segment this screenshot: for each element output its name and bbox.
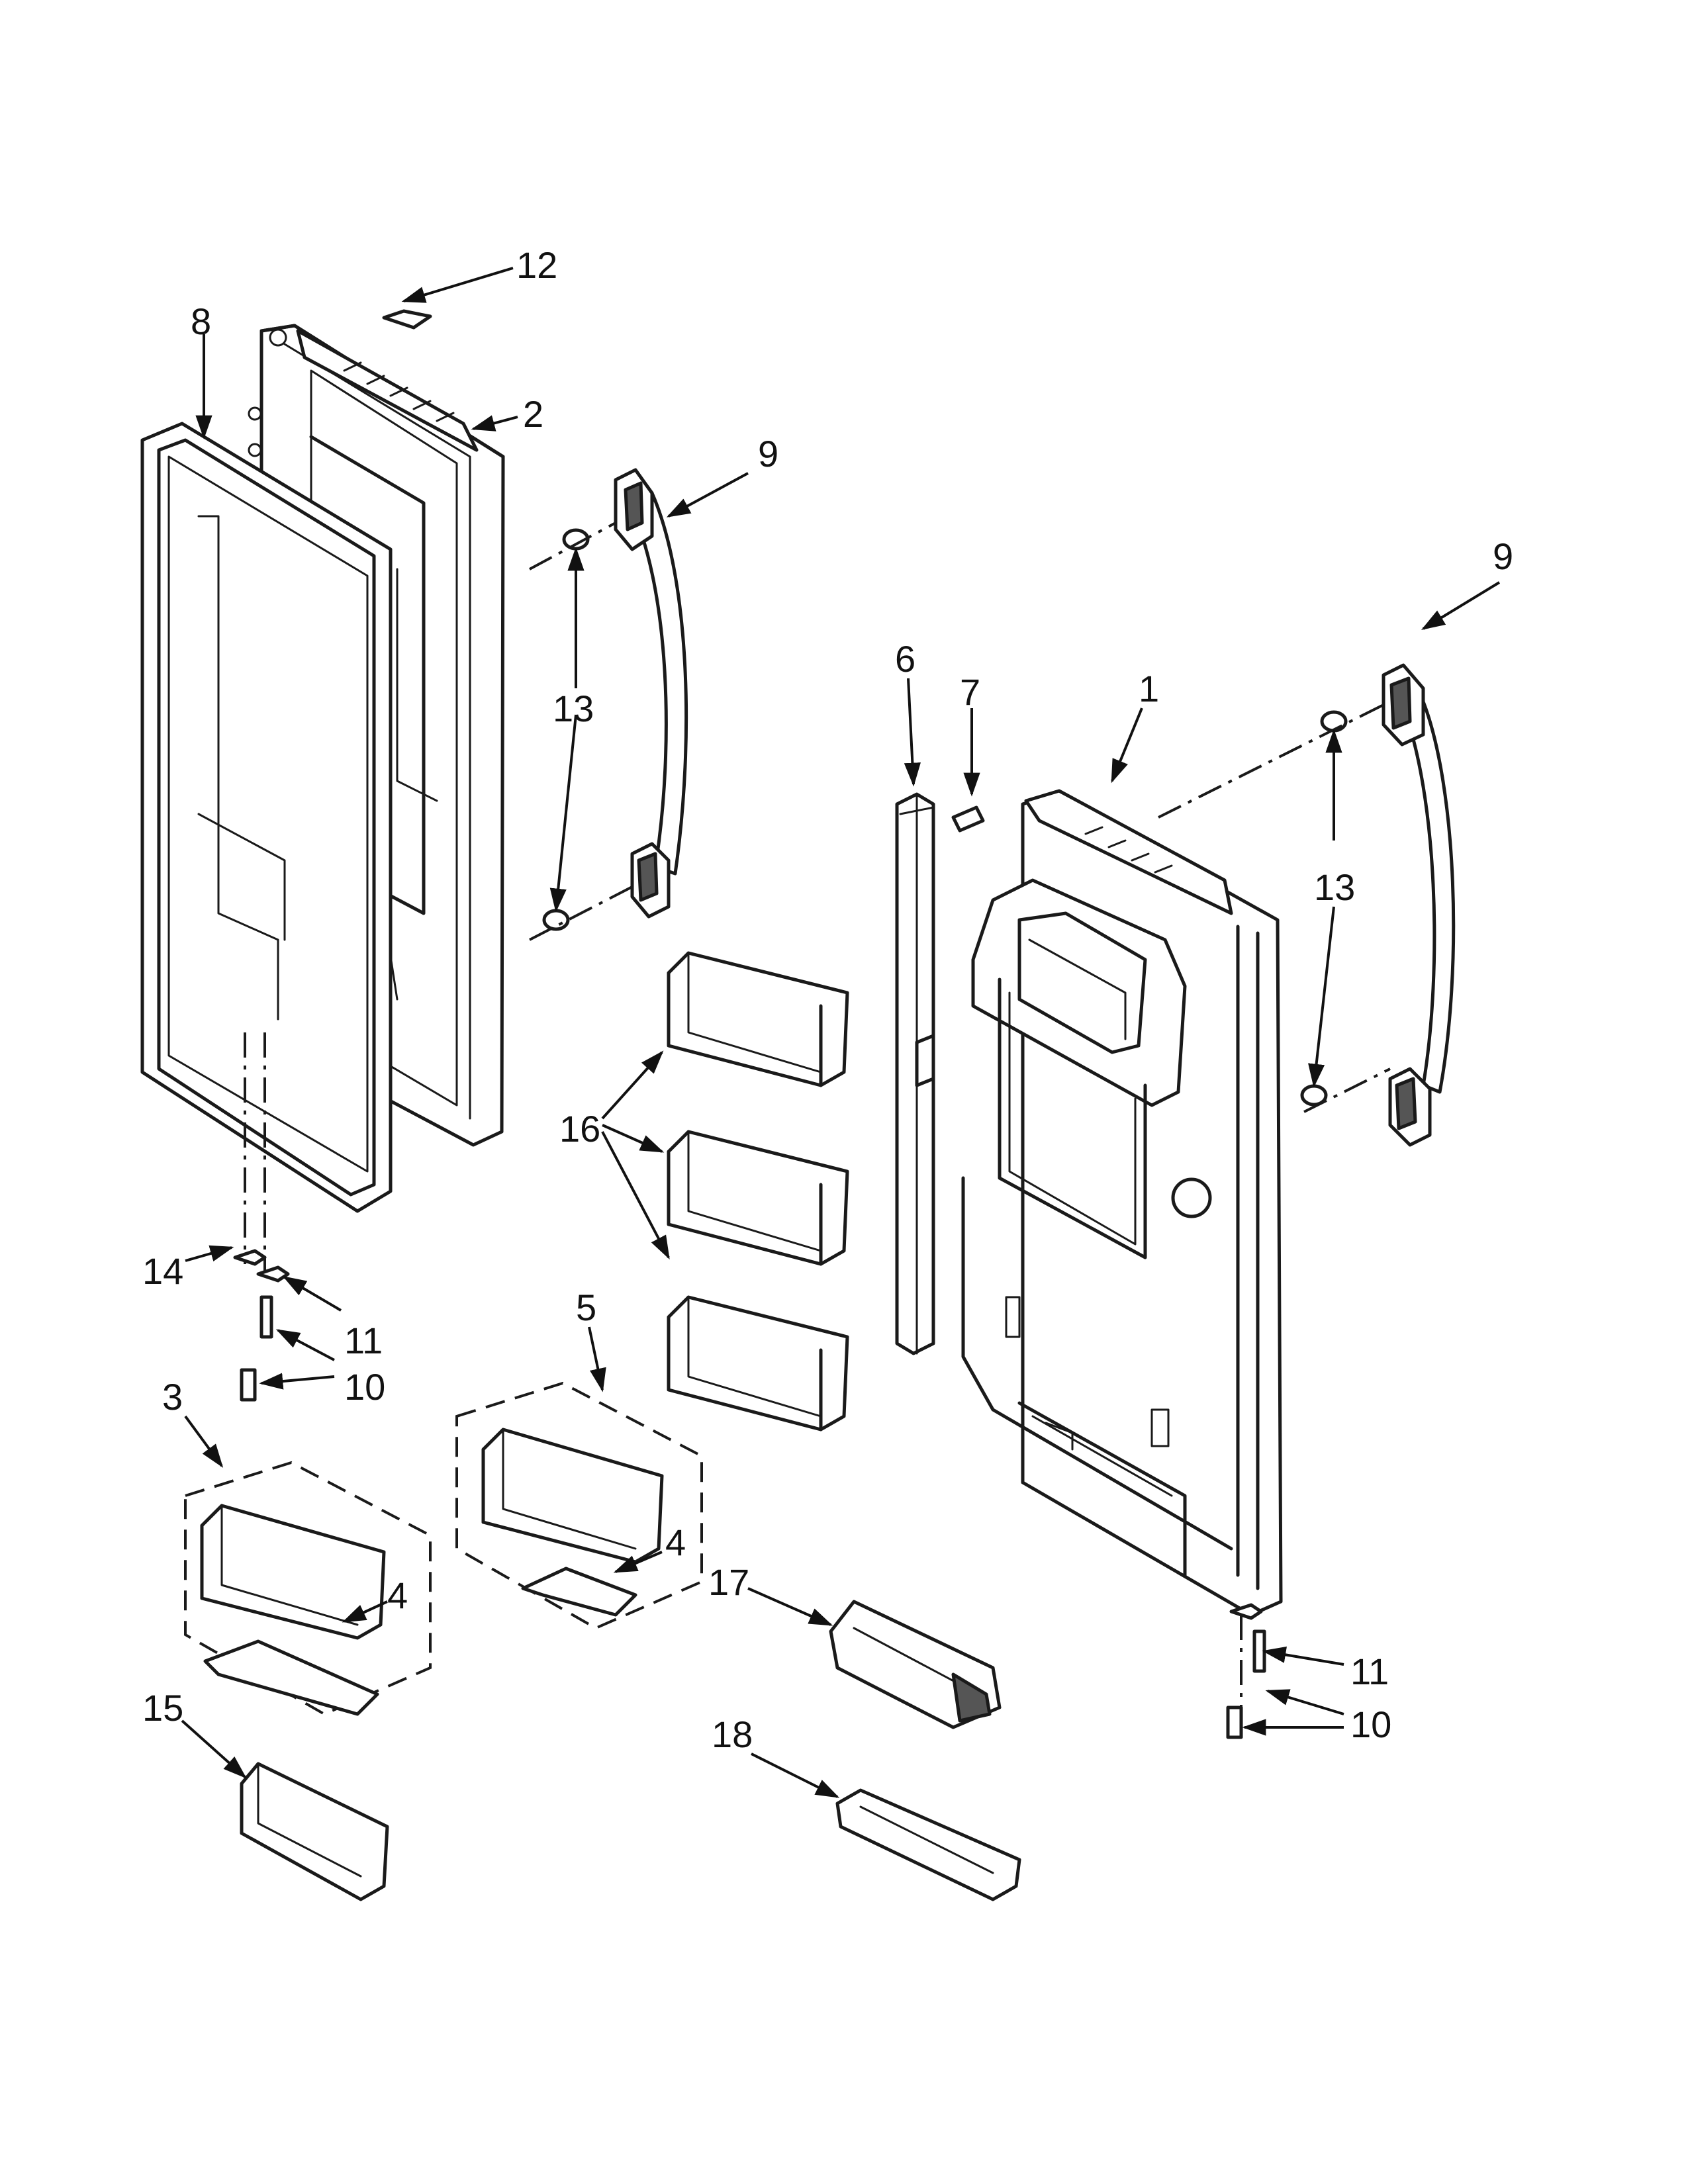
callout-17: 17: [708, 1561, 749, 1603]
callout-8: 8: [191, 300, 211, 342]
callout-11-left: 11: [344, 1320, 383, 1361]
callout-4-assembly5: 4: [665, 1522, 686, 1563]
callout-10-right: 10: [1350, 1704, 1391, 1745]
leader-lines: [181, 267, 1501, 1798]
callout-9-right: 9: [1493, 535, 1513, 577]
callout-1: 1: [1139, 668, 1159, 709]
callout-18: 18: [712, 1713, 753, 1755]
left-door-handle: [529, 468, 688, 941]
left-hinge-hardware: [233, 1032, 290, 1402]
callout-3: 3: [162, 1376, 183, 1418]
callout-2: 2: [523, 393, 543, 435]
callout-5: 5: [576, 1287, 596, 1328]
callout-13-left: 13: [553, 688, 594, 729]
callout-4-assembly3: 4: [387, 1574, 408, 1616]
callout-11-right: 11: [1350, 1651, 1389, 1692]
callout-16: 16: [559, 1108, 600, 1150]
callout-7: 7: [960, 671, 980, 713]
callout-10-left: 10: [344, 1366, 385, 1408]
dispenser-part-17: [829, 1600, 1002, 1729]
right-door-liner: [961, 789, 1283, 1617]
callout-15: 15: [142, 1687, 183, 1729]
callout-labels: 12 8 2 9 9 13 6 7 1 13 16 14 11 10 5 3 4…: [142, 244, 1513, 1755]
right-door-handle: [1158, 663, 1456, 1147]
clip-part-12: [382, 309, 432, 330]
callout-14: 14: [142, 1250, 183, 1292]
callout-9-left: 9: [758, 433, 778, 475]
callout-13-right: 13: [1314, 866, 1355, 908]
left-door-gasket: [140, 422, 393, 1213]
right-hinge-hardware: [1226, 1603, 1266, 1739]
bin-assembly-3: [184, 1461, 432, 1716]
door-strip: [895, 792, 935, 1355]
screw-part-7: [951, 805, 985, 833]
bin-assembly-5: [455, 1381, 703, 1630]
door-bins-16: [667, 951, 849, 1432]
callout-12: 12: [516, 244, 557, 286]
callout-6: 6: [895, 638, 915, 680]
tray-part-18: [835, 1788, 1021, 1901]
small-bin-part-15: [240, 1762, 389, 1901]
